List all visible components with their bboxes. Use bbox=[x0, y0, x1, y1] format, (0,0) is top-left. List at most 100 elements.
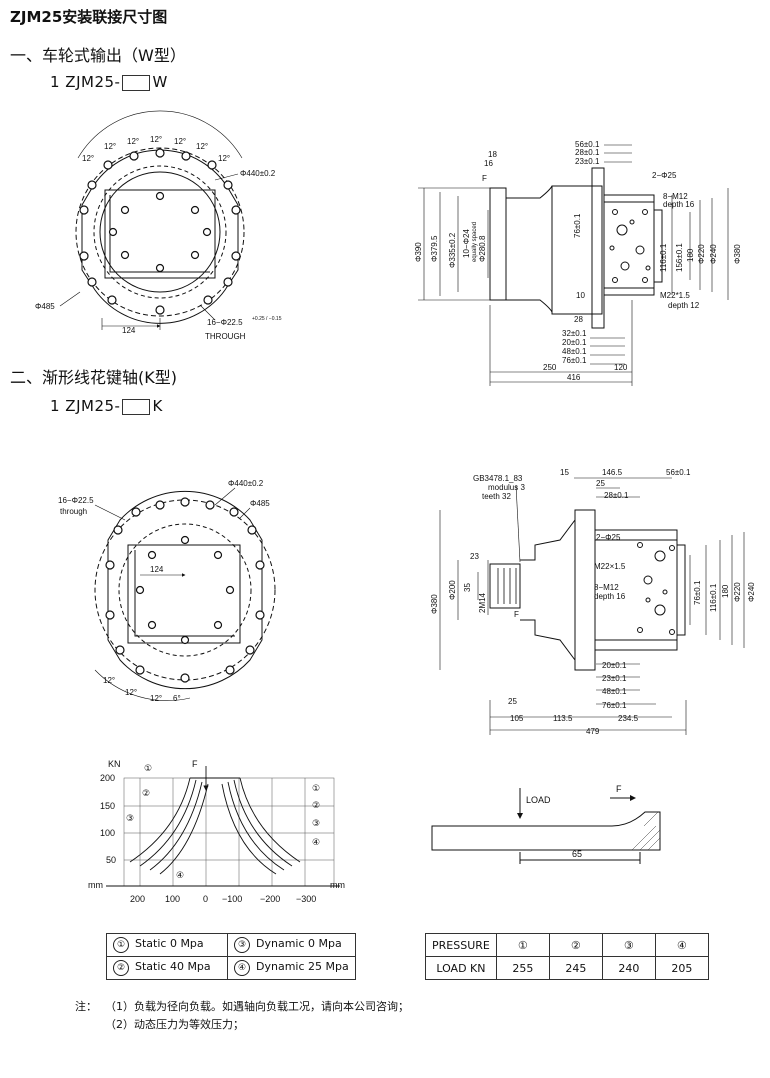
k-depth16-label: depth 16 bbox=[594, 592, 626, 601]
load-cell: 240 bbox=[601, 956, 656, 980]
k-top-dim: 28±0.1 bbox=[604, 491, 629, 500]
k-right-dim: 76±0.1 bbox=[693, 580, 702, 605]
curve-label: ④ bbox=[176, 870, 184, 880]
k-25-dim: 25 bbox=[508, 697, 517, 706]
k-front-annotations bbox=[94, 487, 251, 701]
w-holes-label: 16−Φ22.5 bbox=[207, 318, 243, 327]
w-side-dim-lines bbox=[418, 144, 729, 386]
page-title: ZJM25安装联接尺寸图 bbox=[10, 8, 168, 26]
chart-x-tick: 0 bbox=[203, 894, 208, 904]
k-left-dim: Φ380 bbox=[430, 594, 439, 614]
chart-y-tick: 100 bbox=[100, 828, 115, 838]
model-code-box bbox=[122, 398, 151, 415]
k-left-dim: 35 bbox=[463, 583, 472, 592]
k-left-dim: 23 bbox=[470, 552, 479, 561]
k-top-dim: 15 bbox=[560, 468, 569, 477]
k-right-dim: 116±0.1 bbox=[709, 583, 718, 612]
w-28-dim: 28 bbox=[574, 315, 583, 324]
w-vertical-dim: 10−Φ24 bbox=[462, 229, 471, 258]
w-top-dim: 56±0.1 bbox=[575, 140, 600, 149]
legend-cell: ① Static 0 Mpa bbox=[106, 933, 228, 957]
load-cell: 255 bbox=[495, 956, 550, 980]
w-right-dim: Φ380 bbox=[733, 244, 742, 264]
w-angle-label: 12° bbox=[150, 135, 162, 144]
load-f-label: F bbox=[616, 784, 622, 794]
k-front-bolt-holes bbox=[105, 497, 265, 683]
w-10-dim: 10 bbox=[576, 291, 585, 300]
pressure-row: PRESSURE ① ② ③ ④ bbox=[425, 933, 709, 957]
k-holes-label: 16−Φ22.5 bbox=[58, 496, 94, 505]
chart-x-tick: 200 bbox=[130, 894, 145, 904]
section2-model-code: 1 ZJM25-K bbox=[50, 397, 163, 415]
w-depth12-label: depth 12 bbox=[668, 301, 700, 310]
k-front-view bbox=[94, 490, 276, 690]
k-bottom-dim: 76±0.1 bbox=[602, 701, 627, 710]
load-cell: 245 bbox=[548, 956, 603, 980]
w-bottom-dim: 32±0.1 bbox=[562, 329, 587, 338]
k-2345-dim: 234.5 bbox=[618, 714, 639, 723]
curve-label: ② bbox=[142, 788, 150, 798]
k-105-dim: 105 bbox=[510, 714, 524, 723]
legend-number: ① bbox=[113, 937, 129, 953]
w-through-label: THROUGH bbox=[205, 332, 246, 341]
chart-f-label: F bbox=[192, 759, 198, 769]
k-top-dim: 56±0.1 bbox=[666, 468, 691, 477]
w-angle-label: 12° bbox=[218, 154, 230, 163]
legend-text: Dynamic 25 Mpa bbox=[256, 960, 349, 973]
k-side-ports bbox=[637, 542, 675, 635]
w-front-bolt-holes bbox=[79, 148, 241, 315]
w-right-dim: 156±0.1 bbox=[675, 243, 684, 272]
pressure-cell: ② bbox=[548, 933, 603, 957]
k-1135-dim: 113.5 bbox=[553, 714, 573, 723]
k-124-label: 124 bbox=[150, 565, 164, 574]
legend-text: Dynamic 0 Mpa bbox=[256, 937, 342, 950]
load-chart-curves bbox=[106, 766, 340, 887]
k-left-dim: 2M14 bbox=[478, 592, 487, 613]
legend-text: Static 0 Mpa bbox=[135, 937, 204, 950]
curve-label: ④ bbox=[312, 837, 320, 847]
k-angle-label: 12° bbox=[150, 694, 162, 703]
code-prefix: 1 ZJM25- bbox=[50, 73, 121, 91]
k-479-dim: 479 bbox=[586, 727, 600, 736]
load-label: LOAD bbox=[526, 795, 551, 805]
w-bottom-dim: 48±0.1 bbox=[562, 347, 587, 356]
chart-x-tick: −200 bbox=[260, 894, 280, 904]
load-shaft-diagram bbox=[431, 788, 661, 864]
curve-label: ② bbox=[312, 800, 320, 810]
load-65-dim: 65 bbox=[572, 849, 582, 859]
w-d485-label: Φ485 bbox=[35, 302, 55, 311]
w-holes25-label: 2−Φ25 bbox=[652, 171, 677, 180]
w-holes-tolerance: +0.25 / −0.15 bbox=[252, 316, 282, 322]
section1-heading: 一、车轮式输出（W型） bbox=[10, 46, 186, 65]
w-right-dim: Φ220 bbox=[697, 244, 706, 264]
k-angle-label: 6° bbox=[173, 694, 181, 703]
section1-model-code: 1 ZJM25- W bbox=[50, 73, 168, 91]
code-suffix: W bbox=[152, 73, 168, 91]
note-line: （2）动态压力为等效压力； bbox=[105, 1018, 244, 1031]
w-right-dim: 116±0.1 bbox=[659, 243, 668, 272]
w-bottom-dim: 20±0.1 bbox=[562, 338, 587, 347]
w-front-view bbox=[75, 147, 245, 324]
load-cell: 205 bbox=[654, 956, 709, 980]
k-right-dim: 180 bbox=[721, 584, 730, 598]
w-416-dim: 416 bbox=[567, 373, 581, 382]
k-left-dim: Φ200 bbox=[448, 580, 457, 600]
k-side-view bbox=[489, 509, 686, 671]
curve-label: ① bbox=[312, 783, 320, 793]
w-angle-label: 12° bbox=[104, 142, 116, 151]
w-top-dim: 28±0.1 bbox=[575, 148, 600, 157]
k-m22-label: M22×1.5 bbox=[594, 562, 626, 571]
w-76-dim: 76±0.1 bbox=[573, 213, 582, 238]
pressure-cell: ④ bbox=[654, 933, 709, 957]
load-label: LOAD KN bbox=[425, 956, 497, 980]
w-vertical-dim: Φ335±0.2 bbox=[448, 232, 457, 268]
notes-label: 注： bbox=[75, 1000, 97, 1013]
w-front-annotations bbox=[59, 110, 243, 330]
k-holes25-label: 2−Φ25 bbox=[596, 533, 621, 542]
w-250-dim: 250 bbox=[543, 363, 557, 372]
w-side-view bbox=[489, 167, 663, 329]
w-right-dim: Φ240 bbox=[709, 244, 718, 264]
